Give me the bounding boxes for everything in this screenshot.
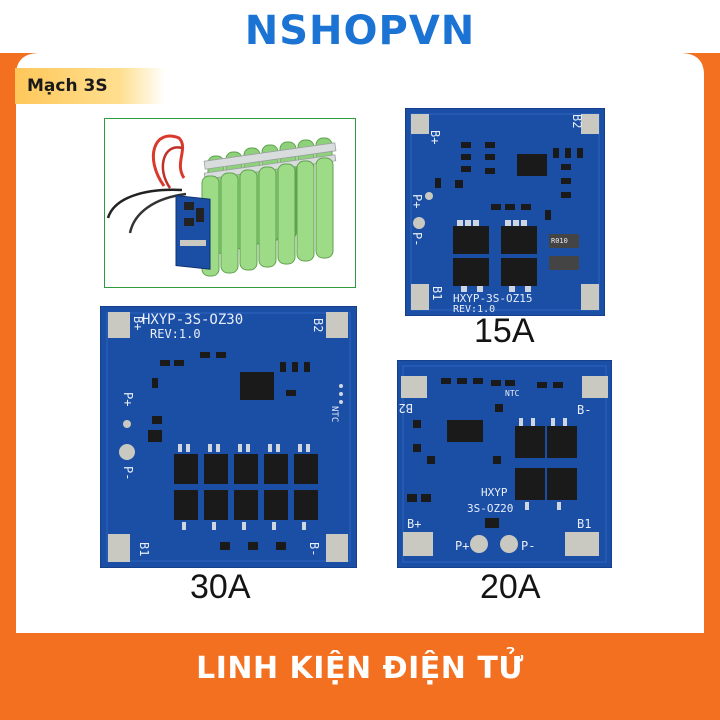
b20-model-line1: HXYP — [481, 486, 508, 499]
brand-title: NSHOPVN — [244, 8, 476, 54]
b30-ntc-label: NTC — [329, 406, 339, 422]
bms-board-20a: HXYP 3S-OZ20 B+ B1 B- B2 P+ P- NTC — [397, 360, 612, 568]
b20-bplus-label: B+ — [407, 517, 421, 531]
b20-pminus-label: P- — [521, 539, 535, 553]
b15-b2-label: B2 — [570, 114, 584, 128]
b30-bplus-label: B+ — [131, 316, 145, 330]
b15-rev-label: REV:1.0 — [453, 304, 495, 315]
b15-chip-label: R010 — [551, 237, 568, 245]
category-tag-label: Mạch 3S — [27, 76, 108, 96]
battery-pack-photo — [104, 118, 356, 288]
amp-label-30a: 30A — [190, 568, 251, 606]
b20-b2-label: B2 — [399, 401, 413, 415]
b15-bplus-label: B+ — [428, 130, 442, 144]
bms-board-15a: B+ B2 B1 P+ P- R010 HXYP-3S-OZ15 REV:1.0 — [405, 108, 605, 316]
amp-label-20a: 20A — [480, 568, 541, 606]
b15-b1-label: B1 — [430, 286, 444, 300]
b30-b2-label: B2 — [311, 318, 325, 332]
b20-pplus-label: P+ — [455, 539, 469, 553]
b20-ntc-label: NTC — [505, 389, 520, 398]
bms-board-30a: HXYP-3S-OZ30 REV:1.0 B+ B2 P+ P- B1 B- N… — [100, 306, 357, 568]
b15-pminus-label: P- — [410, 232, 424, 246]
category-tag: Mạch 3S — [15, 68, 165, 104]
b30-b1-label: B1 — [137, 542, 151, 556]
b15-pplus-label: P+ — [410, 194, 424, 208]
b20-b1-label: B1 — [577, 517, 591, 531]
footer-banner-text: LINH KIỆN ĐIỆN TỬ — [196, 651, 524, 686]
b20-model-line2: 3S-OZ20 — [467, 502, 513, 515]
b30-model-label: HXYP-3S-OZ30 — [142, 312, 243, 328]
b30-pminus-label: P- — [121, 466, 135, 480]
b30-bminus-label: B- — [307, 542, 321, 556]
b30-pplus-label: P+ — [121, 392, 135, 406]
b20-bminus-label: B- — [577, 403, 591, 417]
b15-model-label: HXYP-3S-OZ15 — [453, 292, 532, 305]
b30-rev-label: REV:1.0 — [150, 327, 201, 341]
amp-label-15a: 15A — [474, 312, 535, 350]
